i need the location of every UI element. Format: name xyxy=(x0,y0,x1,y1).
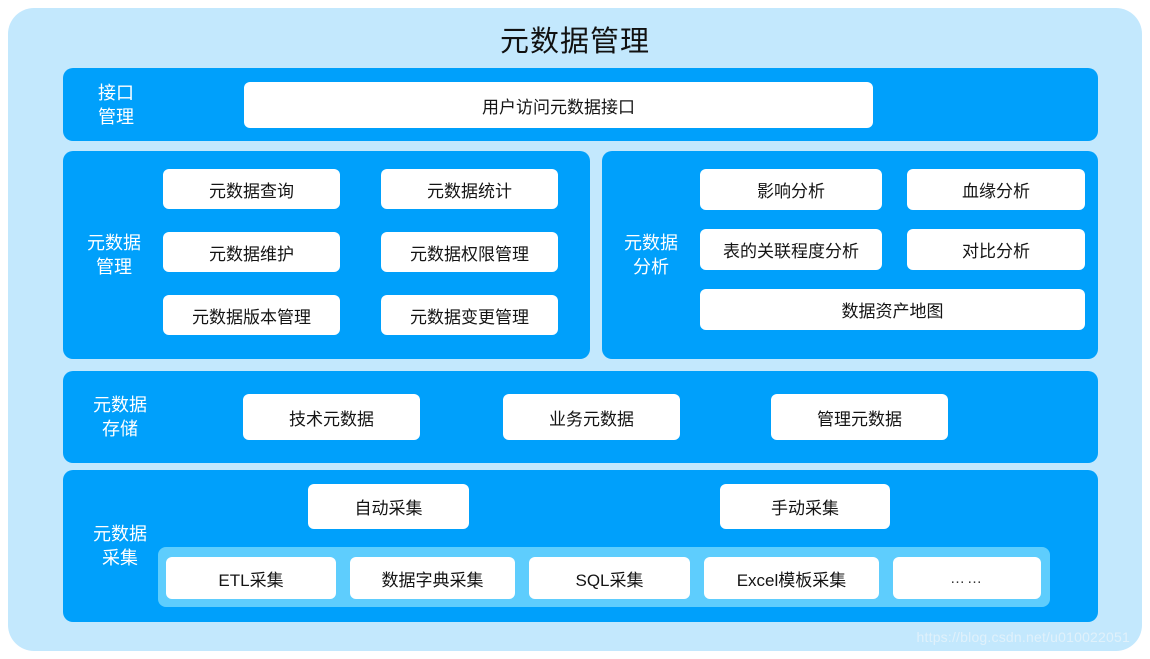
card-table-relevance-analysis[interactable]: 表的关联程度分析 xyxy=(700,229,882,270)
collection-methods-band: ETL采集 数据字典采集 SQL采集 Excel模板采集 …… xyxy=(158,547,1050,607)
layer-label-metadata-management: 元数据 管理 xyxy=(87,233,141,277)
page-title: 元数据管理 xyxy=(499,26,650,58)
card-management-metadata[interactable]: 管理元数据 xyxy=(771,394,948,440)
card-lineage-analysis[interactable]: 血缘分析 xyxy=(907,169,1085,210)
card-impact-analysis[interactable]: 影响分析 xyxy=(700,169,882,210)
layer-metadata-management: 元数据 管理 元数据查询 元数据统计 元数据维护 元数据权限管理 元数据版本管理… xyxy=(63,151,590,359)
card-data-dictionary-collection[interactable]: 数据字典采集 xyxy=(350,557,515,599)
card-metadata-query[interactable]: 元数据查询 xyxy=(163,169,340,209)
card-business-metadata[interactable]: 业务元数据 xyxy=(503,394,680,440)
layer-label-metadata-analysis: 元数据 分析 xyxy=(624,233,678,277)
layer-label-interface: 接口 管理 xyxy=(98,82,134,127)
card-manual-collection[interactable]: 手动采集 xyxy=(720,484,890,529)
card-metadata-version-management[interactable]: 元数据版本管理 xyxy=(163,295,340,335)
layer-metadata-collection: 元数据 采集 自动采集 手动采集 ETL采集 数据字典采集 SQL采集 Exce… xyxy=(63,470,1098,622)
layer-metadata-analysis: 元数据 分析 影响分析 血缘分析 表的关联程度分析 对比分析 数据资产地图 xyxy=(602,151,1098,359)
layer-metadata-storage: 元数据 存储 技术元数据 业务元数据 管理元数据 xyxy=(63,371,1098,463)
layer-interface-management: 接口 管理 用户访问元数据接口 xyxy=(63,68,1098,141)
card-etl-collection[interactable]: ETL采集 xyxy=(166,557,336,599)
card-sql-collection[interactable]: SQL采集 xyxy=(529,557,690,599)
card-data-asset-map[interactable]: 数据资产地图 xyxy=(700,289,1085,330)
card-excel-template-collection[interactable]: Excel模板采集 xyxy=(704,557,879,599)
diagram-container: 元数据管理 接口 管理 用户访问元数据接口 元数据 管理 元数据查询 元数据统计… xyxy=(8,8,1142,651)
layer-label-metadata-storage: 元数据 存储 xyxy=(93,395,147,439)
card-technical-metadata[interactable]: 技术元数据 xyxy=(243,394,420,440)
card-metadata-statistics[interactable]: 元数据统计 xyxy=(381,169,558,209)
layer-label-metadata-collection: 元数据 采集 xyxy=(93,524,147,568)
card-user-access-metadata-interface[interactable]: 用户访问元数据接口 xyxy=(244,82,873,128)
watermark-text: https://blog.csdn.net/u010022051 xyxy=(916,629,1130,645)
card-metadata-permission-management[interactable]: 元数据权限管理 xyxy=(381,232,558,272)
card-metadata-maintenance[interactable]: 元数据维护 xyxy=(163,232,340,272)
card-more-collection[interactable]: …… xyxy=(893,557,1041,599)
card-automatic-collection[interactable]: 自动采集 xyxy=(308,484,469,529)
card-metadata-change-management[interactable]: 元数据变更管理 xyxy=(381,295,558,335)
card-comparison-analysis[interactable]: 对比分析 xyxy=(907,229,1085,270)
